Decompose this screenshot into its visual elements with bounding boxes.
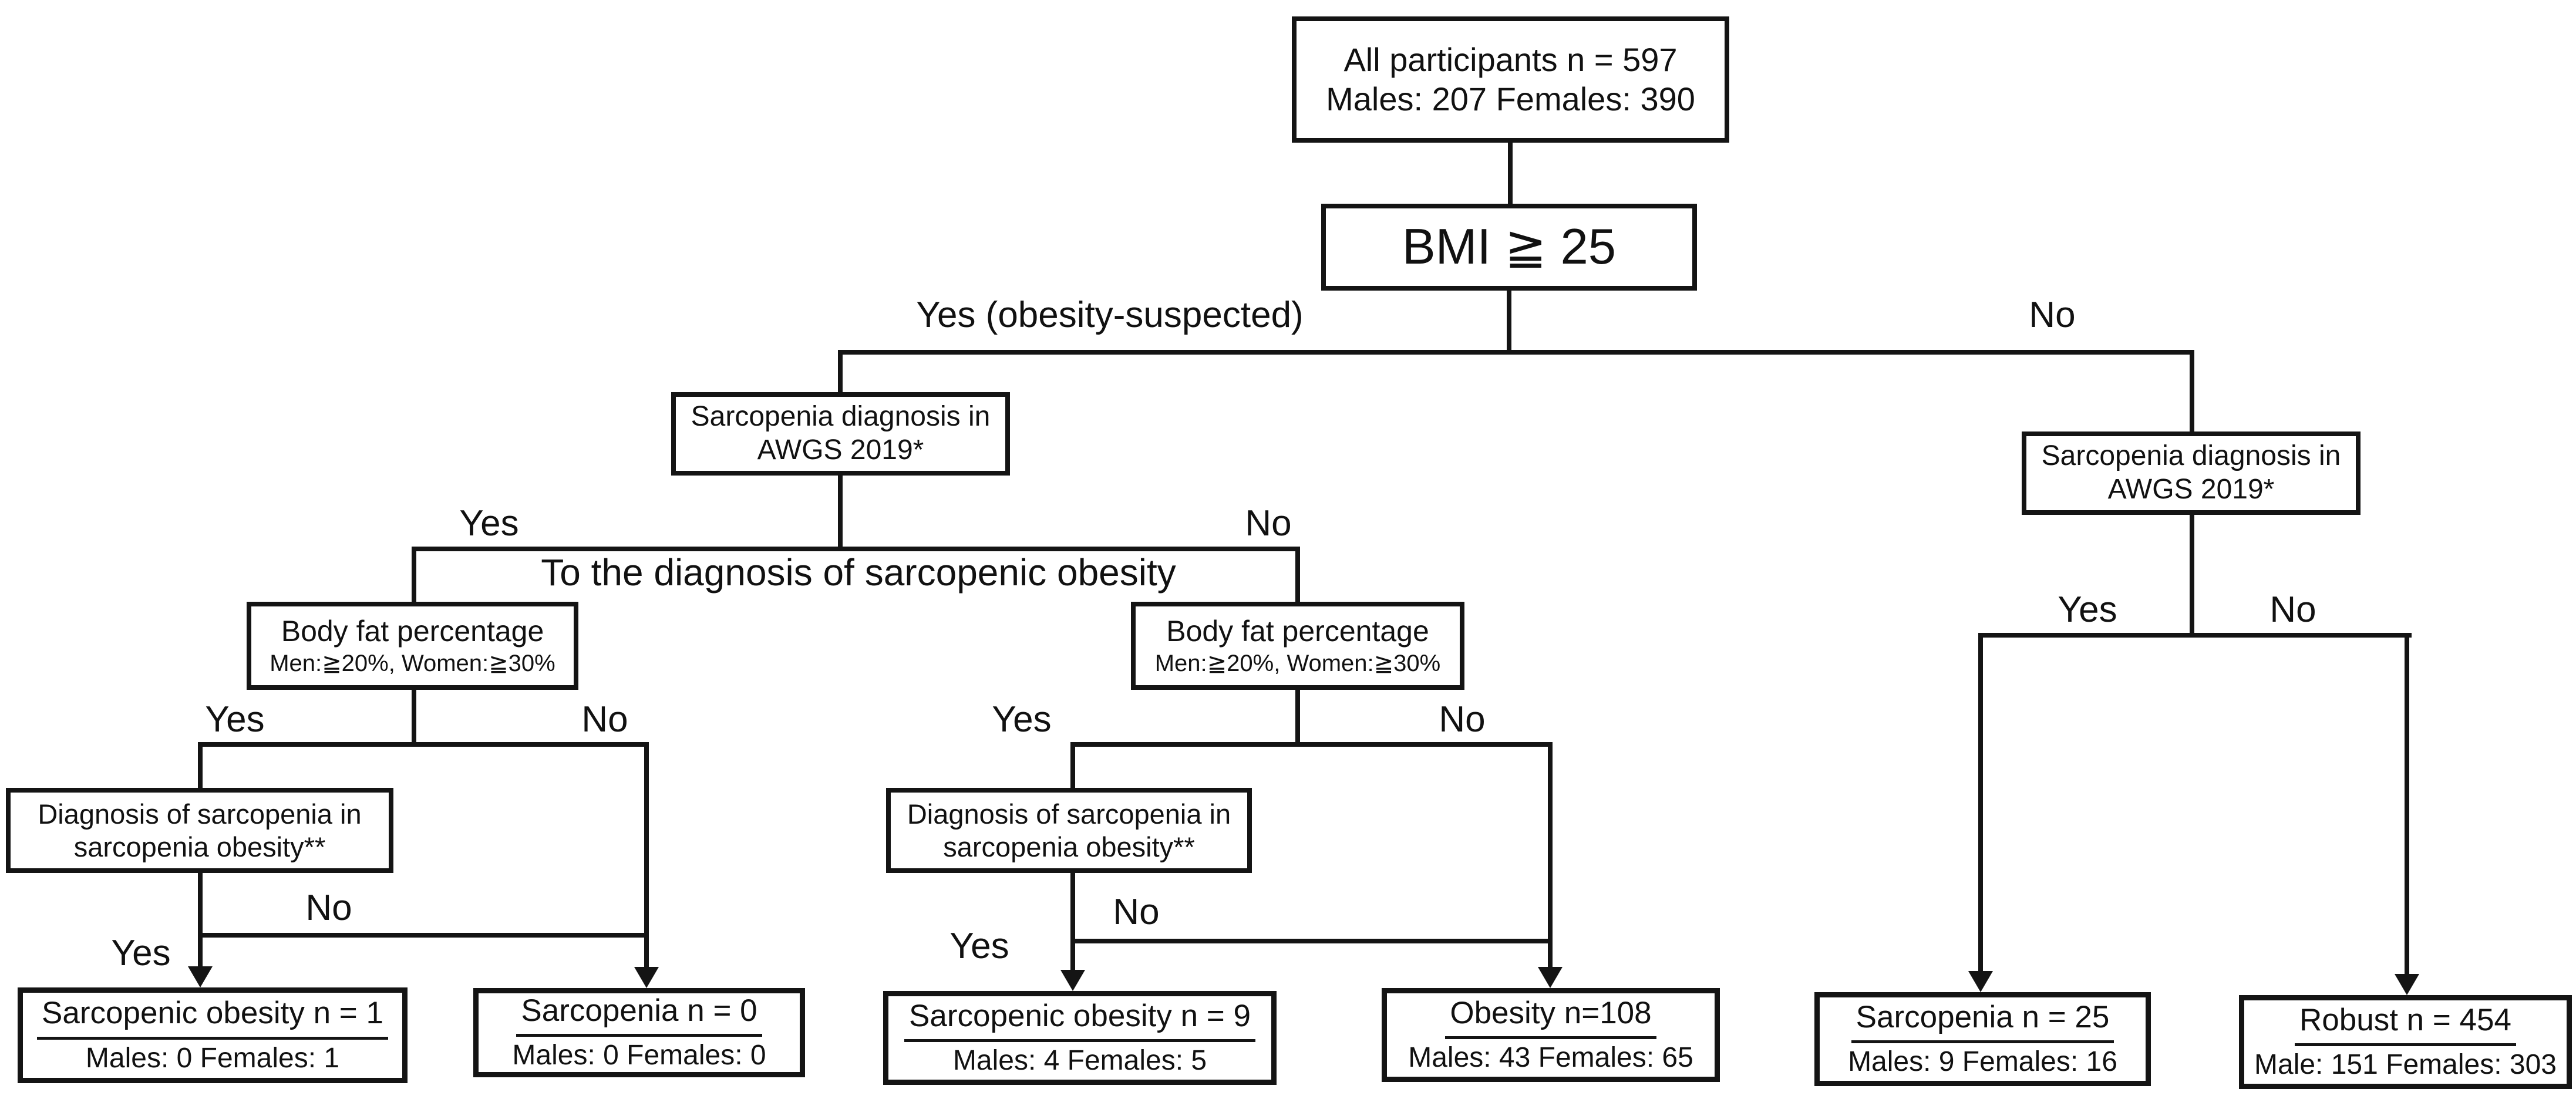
- sarco-diag-middle-box: Diagnosis of sarcopenia in sarcopenia ob…: [886, 788, 1252, 873]
- awgs-left-box: Sarcopenia diagnosis in AWGS 2019*: [671, 392, 1010, 476]
- connector-diag-middle-no-merge: [1070, 939, 1553, 943]
- label-bmi-no: No: [2029, 295, 2076, 335]
- connector-bodyfat-left-yes-down: [198, 742, 203, 790]
- connector-awgs-left-no-down: [1295, 547, 1300, 604]
- awgs-left-line2: AWGS 2019*: [757, 434, 924, 466]
- connector-participants-to-bmi: [1508, 143, 1513, 204]
- awgs-right-box: Sarcopenia diagnosis in AWGS 2019*: [2022, 431, 2361, 515]
- sarco-diag-left-line1: Diagnosis of sarcopenia in: [38, 798, 362, 830]
- outcome-robust-subtitle: Male: 151 Females: 303: [2254, 1049, 2557, 1081]
- connector-awgs-right-down: [2190, 514, 2194, 638]
- label-diag-middle-yes: Yes: [949, 926, 1009, 966]
- outcome-robust-box: Robust n = 454 Male: 151 Females: 303: [2239, 995, 2572, 1089]
- sarco-diag-middle-line1: Diagnosis of sarcopenia in: [907, 798, 1231, 830]
- connector-bodyfat-middle-yes-down: [1070, 742, 1075, 790]
- connector-diag-left-down: [198, 872, 203, 970]
- arrow-into-sarcopenia-left: [634, 967, 659, 988]
- label-bodyfat-middle-yes: Yes: [992, 699, 1052, 740]
- connector-bmi-no-down: [2190, 350, 2194, 434]
- arrow-into-sarcopenia-right: [1968, 971, 1993, 992]
- outcome-sarcopenic-obesity-mid-subtitle: Males: 4 Females: 5: [952, 1045, 1207, 1077]
- connector-bodyfat-middle-no-down: [1548, 742, 1553, 972]
- connector-bmi-branch: [838, 350, 2194, 355]
- label-diag-middle-no: No: [1113, 892, 1160, 932]
- label-diag-left-yes: Yes: [111, 933, 171, 973]
- outcome-obesity-box: Obesity n=108 Males: 43 Females: 65: [1382, 988, 1720, 1082]
- arrow-into-sarcopenic-obesity-mid: [1060, 970, 1085, 991]
- connector-bmi-yes-down: [838, 350, 843, 395]
- label-awgs-left-no: No: [1245, 503, 1292, 544]
- label-awgs-left-yes: Yes: [459, 503, 519, 544]
- outcome-sarcopenia-right-subtitle: Males: 9 Females: 16: [1848, 1046, 2117, 1078]
- outcome-sarcopenia-right-box: Sarcopenia n = 25 Males: 9 Females: 16: [1814, 992, 2151, 1086]
- awgs-right-line2: AWGS 2019*: [2107, 474, 2275, 505]
- sarco-diag-middle-line2: sarcopenia obesity**: [943, 831, 1195, 862]
- arrow-into-obesity: [1538, 967, 1563, 988]
- all-participants-line1: All participants n = 597: [1343, 41, 1678, 79]
- outcome-sarcopenia-left-subtitle: Males: 0 Females: 0: [512, 1040, 766, 1071]
- outcome-sarcopenic-obesity-left-title: Sarcopenic obesity n = 1: [37, 995, 388, 1040]
- sarco-diag-left-line2: sarcopenia obesity**: [73, 831, 326, 862]
- outcome-sarcopenia-left-title: Sarcopenia n = 0: [516, 993, 762, 1037]
- connector-diag-middle-down: [1070, 872, 1075, 973]
- label-bodyfat-left-yes: Yes: [205, 699, 265, 740]
- bodyfat-middle-line2: Men:≧20%, Women:≧30%: [1154, 650, 1441, 676]
- label-diag-left-no: No: [305, 888, 352, 928]
- outcome-sarcopenic-obesity-left-box: Sarcopenic obesity n = 1 Males: 0 Female…: [18, 987, 408, 1083]
- bmi-label: BMI ≧ 25: [1402, 218, 1617, 275]
- outcome-robust-title: Robust n = 454: [2295, 1002, 2516, 1047]
- connector-diag-left-no-merge: [198, 933, 649, 938]
- bodyfat-left-line2: Men:≧20%, Women:≧30%: [270, 650, 555, 676]
- label-bmi-yes: Yes (obesity-suspected): [916, 295, 1304, 335]
- label-bodyfat-middle-no: No: [1439, 699, 1486, 740]
- arrow-into-robust: [2395, 974, 2419, 995]
- connector-awgs-left-branch: [412, 547, 1300, 551]
- outcome-sarcopenic-obesity-mid-title: Sarcopenic obesity n = 9: [904, 998, 1255, 1043]
- all-participants-line2: Males: 207 Females: 390: [1326, 80, 1695, 117]
- awgs-right-line1: Sarcopenia diagnosis in: [2041, 440, 2341, 472]
- label-awgs-right-no: No: [2269, 589, 2316, 630]
- connector-bodyfat-left-down: [412, 689, 416, 747]
- sarco-diag-left-box: Diagnosis of sarcopenia in sarcopenia ob…: [6, 788, 393, 873]
- connector-bodyfat-left-branch: [198, 742, 649, 747]
- outcome-obesity-subtitle: Males: 43 Females: 65: [1408, 1042, 1693, 1074]
- label-to-diagnosis-note: To the diagnosis of sarcopenic obesity: [541, 551, 1176, 594]
- connector-bodyfat-middle-down: [1295, 689, 1300, 747]
- label-awgs-right-yes: Yes: [2058, 589, 2117, 630]
- outcome-sarcopenic-obesity-mid-box: Sarcopenic obesity n = 9 Males: 4 Female…: [883, 991, 1277, 1085]
- connector-awgs-left-down: [838, 473, 843, 551]
- connector-bmi-down: [1507, 291, 1511, 355]
- outcome-sarcopenia-right-title: Sarcopenia n = 25: [1851, 999, 2114, 1044]
- bodyfat-middle-box: Body fat percentage Men:≧20%, Women:≧30%: [1131, 602, 1464, 690]
- connector-awgs-right-yes-down: [1978, 633, 1983, 973]
- bmi-decision-box: BMI ≧ 25: [1321, 204, 1697, 291]
- bodyfat-left-line1: Body fat percentage: [281, 614, 544, 648]
- bodyfat-left-box: Body fat percentage Men:≧20%, Women:≧30%: [247, 602, 578, 690]
- outcome-obesity-title: Obesity n=108: [1445, 995, 1656, 1040]
- outcome-sarcopenia-left-box: Sarcopenia n = 0 Males: 0 Females: 0: [473, 988, 805, 1077]
- connector-awgs-right-branch: [1978, 633, 2412, 638]
- connector-awgs-left-yes-down: [412, 547, 416, 604]
- all-participants-box: All participants n = 597 Males: 207 Fema…: [1292, 16, 1729, 143]
- bodyfat-middle-line1: Body fat percentage: [1166, 614, 1429, 648]
- label-bodyfat-left-no: No: [581, 699, 628, 740]
- connector-awgs-right-no-down: [2405, 633, 2409, 976]
- connector-bodyfat-left-no-down: [644, 742, 649, 972]
- outcome-sarcopenic-obesity-left-subtitle: Males: 0 Females: 1: [85, 1042, 340, 1074]
- arrow-into-sarcopenic-obesity-left: [188, 966, 213, 987]
- connector-bodyfat-middle-branch: [1070, 742, 1553, 747]
- awgs-left-line1: Sarcopenia diagnosis in: [691, 401, 991, 433]
